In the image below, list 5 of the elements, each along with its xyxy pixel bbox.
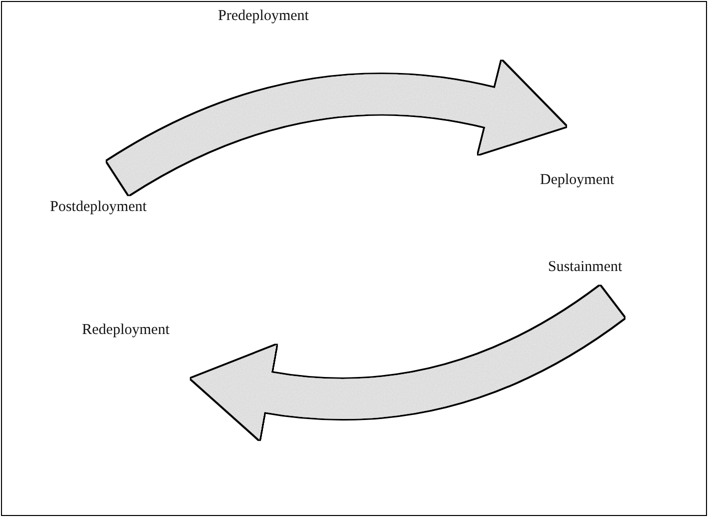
phase-label: Redeployment bbox=[82, 322, 170, 339]
phase-label: Predeployment bbox=[218, 8, 309, 25]
phase-label: Sustainment bbox=[548, 259, 622, 276]
phase-label: Deployment bbox=[540, 172, 614, 189]
phase-label: Postdeployment bbox=[50, 199, 147, 216]
